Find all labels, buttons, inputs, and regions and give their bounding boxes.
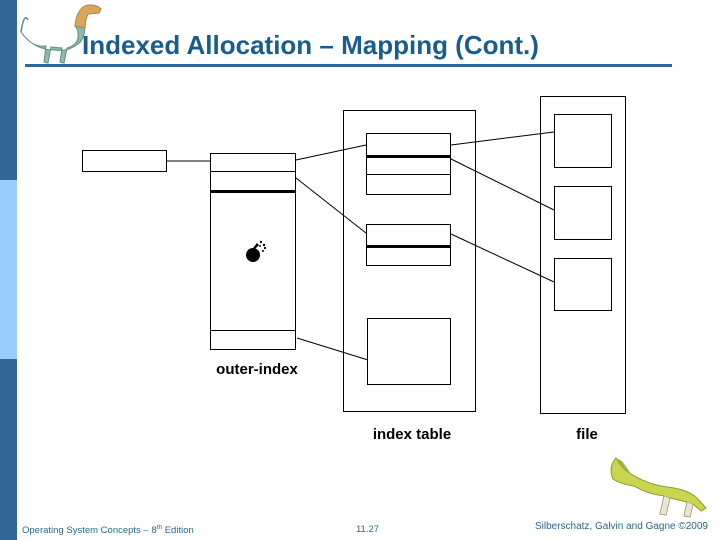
index-table-group3 [367, 318, 451, 385]
dinosaur-logo [20, 4, 102, 64]
file-block-2 [554, 186, 612, 240]
line-group2-to-file3 [450, 233, 555, 283]
group1-divider-thin [367, 174, 450, 175]
footer-authors: Silberschatz, Galvin and Gagne ©2009 [534, 521, 708, 532]
line-outer3-to-group3 [296, 337, 369, 361]
sidebar-bar-top [0, 0, 17, 180]
file-block-1 [554, 114, 612, 168]
sidebar-bar-middle [0, 180, 17, 359]
bomb-icon [246, 240, 267, 262]
dinosaur-figure [610, 457, 707, 518]
group2-divider-thick [367, 245, 450, 248]
index-table-box [343, 110, 476, 412]
outer-index-row-divider-thick [211, 190, 295, 193]
footer-book-main: Operating System Concepts – 8 [22, 525, 157, 537]
footer-page-number: 11.27 [355, 524, 380, 535]
group1-divider-thick [367, 155, 450, 158]
line-outer2-to-group2 [295, 177, 367, 234]
footer-book-sup: th [156, 524, 163, 531]
file-block-3 [554, 258, 612, 311]
index-table-label: index table [372, 426, 452, 443]
outer-index-box [210, 153, 296, 350]
title-underline [25, 64, 672, 67]
footer-book-title: Operating System Concepts – 8th Edition [22, 524, 194, 536]
outer-index-row-divider-1 [211, 171, 295, 172]
outer-index-label: outer-index [216, 361, 298, 378]
outer-index-row-divider-2 [211, 330, 295, 331]
line-group1-to-file1 [450, 131, 555, 146]
slide-title: Indexed Allocation – Mapping (Cont.) [82, 30, 539, 60]
index-table-group1 [366, 133, 451, 195]
line-group1-to-file2 [450, 158, 555, 211]
pointer-block [82, 150, 167, 172]
sidebar-bar-bottom [0, 359, 17, 540]
file-label: file [576, 426, 598, 443]
footer-book-tail: Edition [162, 525, 194, 537]
line-outer1-to-group1 [295, 144, 367, 161]
file-box [540, 96, 626, 414]
index-table-group2 [366, 224, 451, 266]
